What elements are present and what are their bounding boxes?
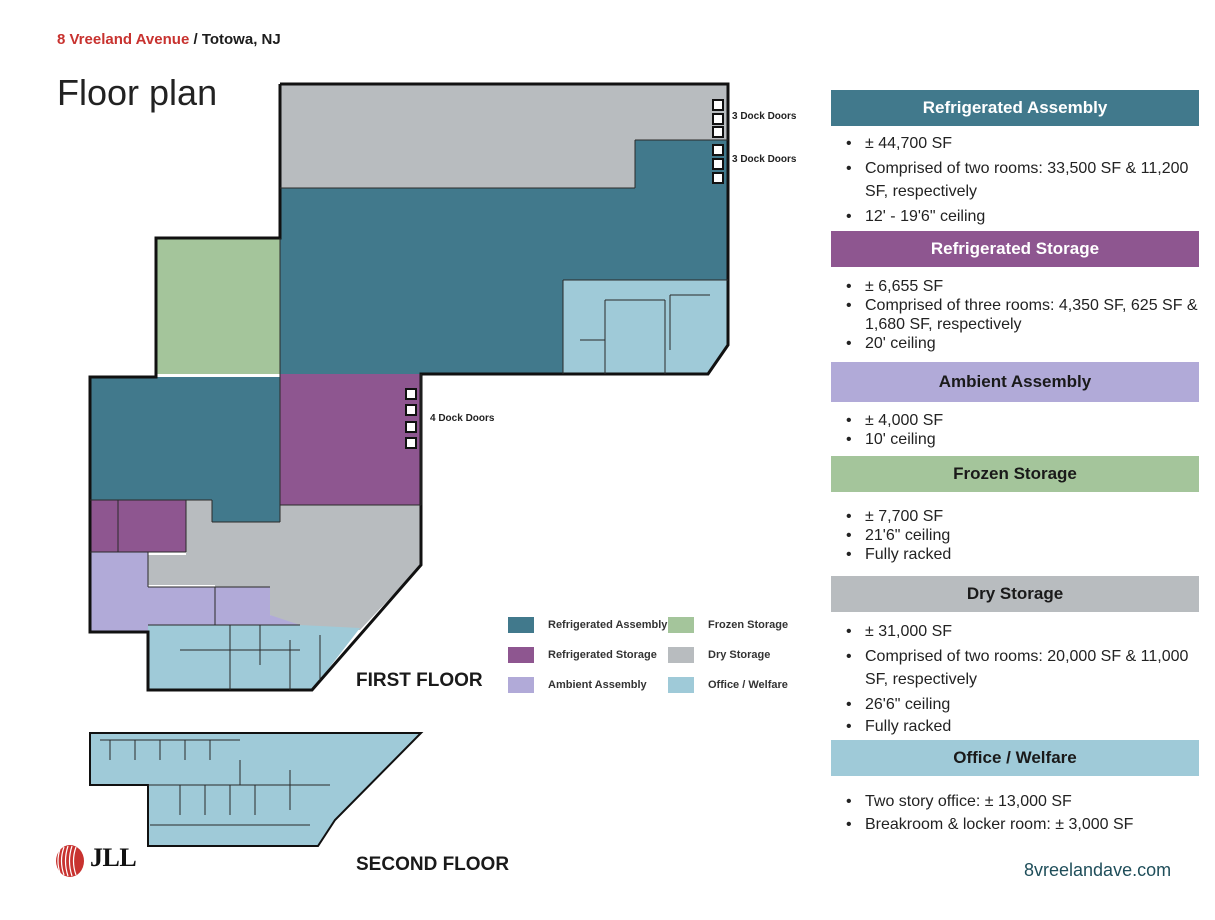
first-floor-label: FIRST FLOOR xyxy=(356,670,483,691)
bullet-item: Comprised of three rooms: 4,350 SF, 625 … xyxy=(846,296,1206,334)
legend-label: Refrigerated Storage xyxy=(548,649,657,661)
dock-doors-label-north: 3 Dock Doors xyxy=(732,111,797,122)
legend-label: Refrigerated Assembly xyxy=(548,619,668,631)
legend-item-office-welfare: Office / Welfare xyxy=(668,677,788,693)
bullet-item: Breakroom & locker room: ± 3,000 SF xyxy=(846,815,1206,834)
zone-refrigerated-storage-east xyxy=(280,374,421,505)
panel-title-ambient-assembly: Ambient Assembly xyxy=(831,362,1199,402)
panel-bullets-dry-storage: ± 31,000 SF Comprised of two rooms: 20,0… xyxy=(846,622,1206,736)
zone-ambient-assembly xyxy=(90,552,300,632)
bullet-item: 12' - 19'6" ceiling xyxy=(846,207,1206,226)
floor-plan-diagram xyxy=(56,82,730,877)
zone-office-south xyxy=(148,625,360,690)
jll-logo-text: JLL xyxy=(90,843,137,872)
jll-logo-icon xyxy=(56,845,84,877)
legend-swatch xyxy=(668,677,694,693)
legend-swatch xyxy=(668,647,694,663)
legend-swatch xyxy=(508,617,534,633)
interior-walls xyxy=(90,139,728,690)
legend-label: Dry Storage xyxy=(708,649,771,661)
header-city: Totowa, NJ xyxy=(201,31,281,48)
bullet-item: 10' ceiling xyxy=(846,430,1206,449)
zone-refrigerated-storage-west xyxy=(90,500,186,552)
bullet-item: ± 31,000 SF xyxy=(846,622,1206,641)
first-floor-plan xyxy=(88,82,730,692)
zone-refrigerated-assembly-west xyxy=(90,377,280,522)
bullet-item: 21'6" ceiling xyxy=(846,526,1206,545)
panel-bullets-ambient-assembly: ± 4,000 SF 10' ceiling xyxy=(846,411,1206,449)
legend-item-refrigerated-assembly: Refrigerated Assembly xyxy=(508,617,667,633)
page-header: 8 Vreeland Avenue / Totowa, NJ xyxy=(57,31,281,48)
bullet-item: ± 7,700 SF xyxy=(846,507,1206,526)
second-floor-walls xyxy=(100,739,330,826)
legend-swatch xyxy=(508,677,534,693)
panel-bullets-office-welfare: Two story office: ± 13,000 SF Breakroom … xyxy=(846,792,1206,834)
website-link[interactable]: 8vreelandave.com xyxy=(1024,860,1172,880)
bullet-item: ± 4,000 SF xyxy=(846,411,1206,430)
legend-label: Office / Welfare xyxy=(708,679,788,691)
dock-doors xyxy=(405,99,724,449)
second-floor-plan xyxy=(89,732,424,847)
panel-title-frozen-storage: Frozen Storage xyxy=(831,456,1199,492)
legend-item-frozen-storage: Frozen Storage xyxy=(668,617,788,633)
dock-doors-label-northeast: 3 Dock Doors xyxy=(732,154,797,165)
bullet-item: ± 6,655 SF xyxy=(846,277,1206,296)
jll-logo: JLL xyxy=(87,843,137,873)
legend-item-ambient-assembly: Ambient Assembly xyxy=(508,677,647,693)
header-address: 8 Vreeland Avenue xyxy=(57,31,190,48)
bullet-item: 26'6" ceiling xyxy=(846,695,1206,714)
zone-office-east xyxy=(563,280,728,374)
zone-dry-storage-south xyxy=(148,500,421,630)
panel-bullets-refrigerated-assembly: ± 44,700 SF Comprised of two rooms: 33,5… xyxy=(846,134,1206,226)
legend-swatch xyxy=(668,617,694,633)
panel-title-office-welfare: Office / Welfare xyxy=(831,740,1199,776)
zone-dry-storage-north xyxy=(280,84,728,188)
panel-bullets-frozen-storage: ± 7,700 SF 21'6" ceiling Fully racked xyxy=(846,507,1206,564)
header-separator: / xyxy=(189,31,202,48)
zone-frozen-storage xyxy=(156,238,280,374)
legend-swatch xyxy=(508,647,534,663)
bullet-item: ± 44,700 SF xyxy=(846,134,1206,153)
panel-title-refrigerated-storage: Refrigerated Storage xyxy=(831,231,1199,267)
legend-item-refrigerated-storage: Refrigerated Storage xyxy=(508,647,657,663)
zone-refrigerated-assembly-main xyxy=(280,140,728,374)
bullet-item: Fully racked xyxy=(846,717,1206,736)
dock-doors-label-center: 4 Dock Doors xyxy=(430,413,495,424)
panel-title-dry-storage: Dry Storage xyxy=(831,576,1199,612)
page-title: Floor plan xyxy=(57,72,218,113)
legend-label: Frozen Storage xyxy=(708,619,789,631)
bullet-item: 20' ceiling xyxy=(846,334,1206,353)
first-floor-outline xyxy=(88,82,730,692)
panel-title-refrigerated-assembly: Refrigerated Assembly xyxy=(831,90,1199,126)
legend-item-dry-storage: Dry Storage xyxy=(668,647,770,663)
bullet-item: Fully racked xyxy=(846,545,1206,564)
bullet-item: Comprised of two rooms: 33,500 SF & 11,2… xyxy=(846,157,1206,203)
legend-label: Ambient Assembly xyxy=(548,679,647,691)
second-floor-label: SECOND FLOOR xyxy=(356,854,510,875)
bullet-item: Comprised of two rooms: 20,000 SF & 11,0… xyxy=(846,645,1206,691)
bullet-item: Two story office: ± 13,000 SF xyxy=(846,792,1206,811)
panel-bullets-refrigerated-storage: ± 6,655 SF Comprised of three rooms: 4,3… xyxy=(846,277,1206,353)
